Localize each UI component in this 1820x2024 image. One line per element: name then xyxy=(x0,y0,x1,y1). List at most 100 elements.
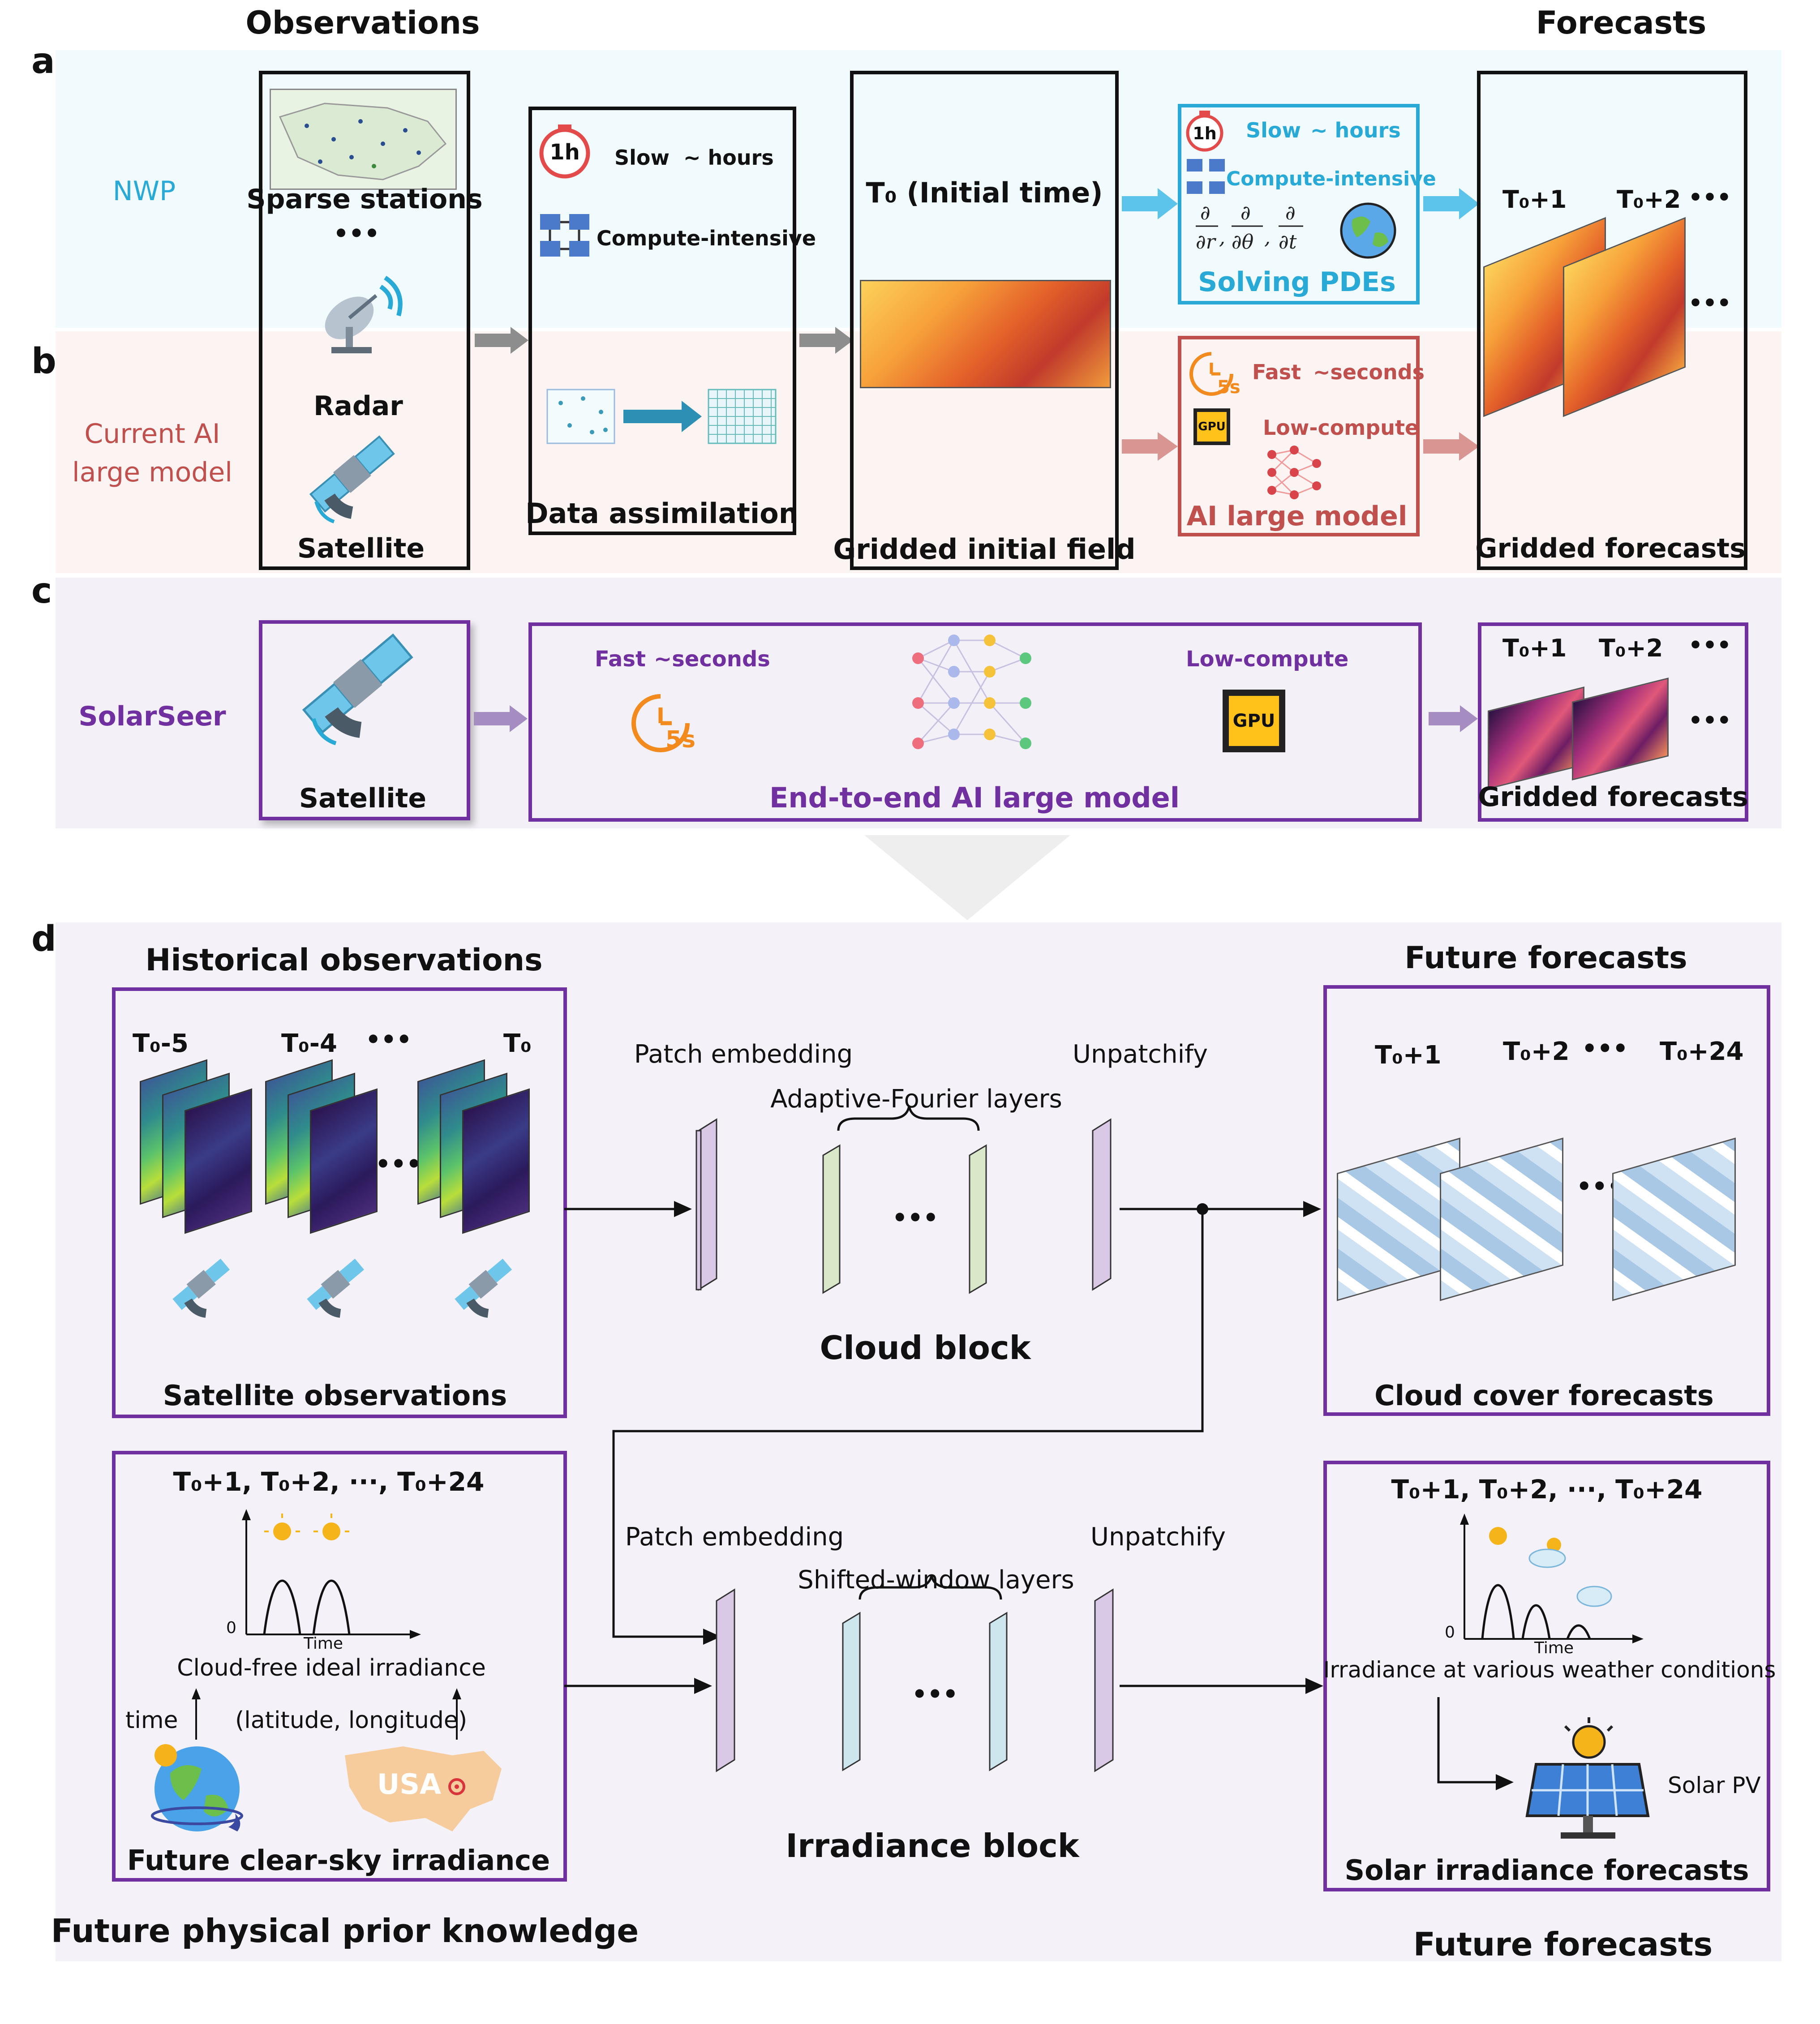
prior-time-axis: Time xyxy=(303,1634,343,1653)
arrow-c-model-to-fc xyxy=(1429,705,1478,732)
fc-dots-top: ••• xyxy=(1688,184,1731,210)
solar-pv-connector xyxy=(1437,1697,1514,1790)
pde-compute: Compute-intensive xyxy=(1226,167,1436,190)
da-compute: Compute-intensive xyxy=(597,226,816,250)
historical-title: Historical observations xyxy=(145,943,543,978)
ai-seconds: ~seconds xyxy=(1313,360,1425,384)
irr-dots: ••• xyxy=(912,1680,958,1708)
ai-gpu-icon: GPU xyxy=(1193,408,1230,445)
c-model-label: End-to-end AI large model xyxy=(769,781,1180,814)
solarseer-label: SolarSeer xyxy=(78,701,226,732)
da-hours: ~ hours xyxy=(683,146,774,170)
fc-t1: T₀+1 xyxy=(1502,185,1567,214)
data-assimilation-box xyxy=(528,107,796,535)
prior-title: Future physical prior knowledge xyxy=(51,1912,639,1950)
panel-a-letter: a xyxy=(31,41,55,81)
pde-clock-icon xyxy=(1186,111,1223,152)
solar-pv-label: Solar PV xyxy=(1668,1772,1761,1798)
pde-box xyxy=(1178,104,1420,304)
forecasts-header: Forecasts xyxy=(1536,4,1707,41)
cloudfc-dots-top: ••• xyxy=(1582,1034,1628,1063)
satellite-icon xyxy=(309,435,395,523)
cloud-dots: ••• xyxy=(892,1204,939,1232)
station-map xyxy=(270,89,457,190)
c-clock-5s-icon xyxy=(631,694,690,752)
observations-header: Observations xyxy=(245,4,480,41)
pde-slow: Slow xyxy=(1246,118,1301,142)
hist-satellite-icon-3 xyxy=(455,1258,512,1318)
hist-satellite-icon-1 xyxy=(172,1258,230,1318)
nwp-label: NWP xyxy=(112,176,176,207)
cloud-afl-label: Adaptive-Fourier layers xyxy=(770,1085,1062,1114)
arrow-init-to-pde xyxy=(1122,188,1178,219)
hist-satellite-icon-2 xyxy=(307,1258,365,1318)
initial-time-title: T₀ (Initial time) xyxy=(866,176,1103,209)
svg-text:,: , xyxy=(1219,226,1225,249)
ai-gpu-text: GPU xyxy=(1198,420,1226,433)
svg-text:∂θ: ∂θ xyxy=(1232,231,1253,253)
arrow-pde-to-fc xyxy=(1423,188,1479,219)
c-neural-net-icon xyxy=(912,635,1031,749)
svg-text:∂t: ∂t xyxy=(1279,231,1297,253)
ai-label: AI large model xyxy=(1186,501,1408,532)
initial-field-map xyxy=(860,280,1111,388)
arrow-init-to-ai xyxy=(1122,432,1178,461)
solar-times: T₀+1, T₀+2, ···, T₀+24 xyxy=(1391,1474,1703,1505)
hist-dots-mid: ••• xyxy=(375,1150,422,1178)
cloud-unpatch-label: Unpatchify xyxy=(1072,1040,1208,1069)
fc-dots-bottom: ••• xyxy=(1688,290,1731,316)
various-irradiance-plot xyxy=(1460,1514,1644,1643)
satellite-label: Satellite xyxy=(297,533,425,564)
future-title-bottom: Future forecasts xyxy=(1413,1925,1713,1963)
solar-fc-label: Solar irradiance forecasts xyxy=(1344,1854,1749,1887)
c-forecasts-box xyxy=(1478,622,1748,822)
cloud-patch-label: Patch embedding xyxy=(634,1040,853,1069)
cloud-block-diagram xyxy=(564,1106,1321,1294)
ideal-irradiance-plot xyxy=(242,1509,421,1639)
da-label: Data assimilation xyxy=(525,497,798,530)
c-compute: Low-compute xyxy=(1186,647,1349,672)
solar-panel-icon xyxy=(1525,1717,1650,1839)
c-satellite-box xyxy=(259,620,470,820)
ai-compute: Low-compute xyxy=(1263,416,1419,440)
ai-clock-text: 5s xyxy=(1217,377,1241,398)
ai-label-line2: large model xyxy=(72,457,232,488)
prior-box xyxy=(112,1451,567,1882)
irr-swl-label: Shifted-window layers xyxy=(798,1565,1074,1595)
arrow-obs-to-da xyxy=(475,327,528,354)
solar-zero: 0 xyxy=(1445,1623,1455,1642)
irr-patch-label: Patch embedding xyxy=(625,1522,844,1552)
hist-label: Satellite observations xyxy=(163,1379,507,1412)
prior-latlon-label: (latitude, longitude) xyxy=(235,1707,468,1734)
prior-times: T₀+1, T₀+2, ···, T₀+24 xyxy=(173,1467,485,1497)
c-fc-t2: T₀+2 xyxy=(1599,634,1663,662)
arrow-ai-to-fc xyxy=(1423,432,1479,461)
server-icon xyxy=(540,214,589,257)
hist-t5: T₀-5 xyxy=(133,1029,189,1058)
c-fc-dots-top: ••• xyxy=(1688,632,1731,658)
c-satellite-label: Satellite xyxy=(299,783,427,814)
solar-various-label: Irradiance at various weather conditions xyxy=(1323,1657,1776,1683)
stations-dots: ••• xyxy=(333,219,380,248)
panel-d-letter: d xyxy=(31,919,56,959)
cloud-fc-box xyxy=(1323,985,1770,1416)
panel-b-letter: b xyxy=(31,341,56,382)
solar-fc-box xyxy=(1323,1461,1770,1891)
future-title: Future forecasts xyxy=(1404,940,1687,976)
hist-dots-top: ••• xyxy=(365,1025,412,1054)
fc-label: Gridded forecasts xyxy=(1475,533,1746,564)
pde-label: Solving PDEs xyxy=(1198,266,1396,298)
svg-text:,: , xyxy=(1264,226,1271,249)
arrow-da-to-init xyxy=(799,327,853,354)
prior-ideal-label: Cloud-free ideal irradiance xyxy=(177,1655,486,1681)
pde-clock-text: 1h xyxy=(1193,124,1217,143)
c-fast: Fast xyxy=(595,647,646,672)
fc-t2: T₀+2 xyxy=(1617,185,1681,214)
solar-time-axis: Time xyxy=(1534,1639,1574,1657)
prior-zero: 0 xyxy=(226,1619,236,1637)
svg-text:∂: ∂ xyxy=(1285,202,1296,224)
initial-field-label: Gridded initial field xyxy=(833,533,1136,566)
hist-frame-4c xyxy=(310,1088,378,1234)
svg-text:∂: ∂ xyxy=(1241,202,1251,224)
irr-unpatch-label: Unpatchify xyxy=(1090,1522,1226,1552)
